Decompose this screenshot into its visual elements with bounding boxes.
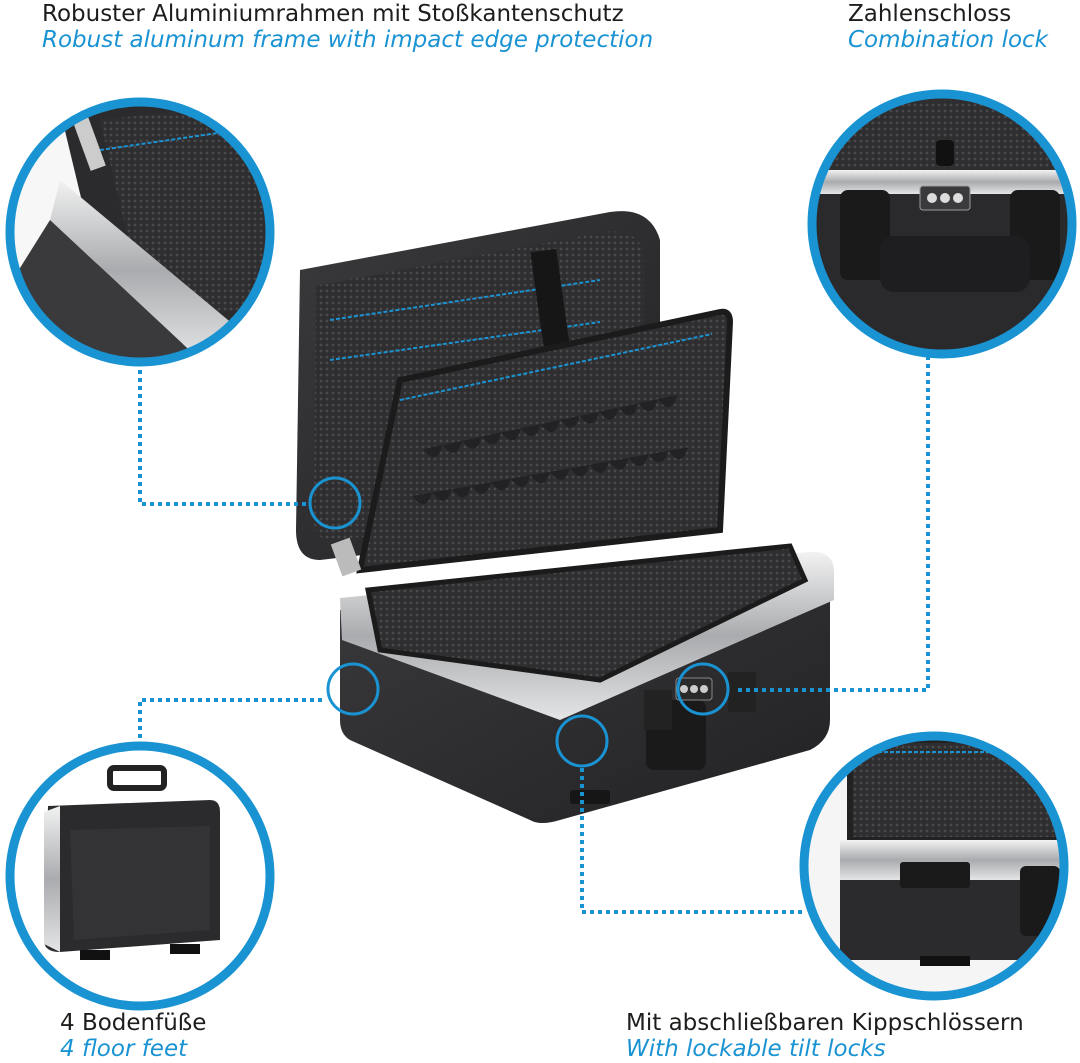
detail-frame xyxy=(10,102,270,362)
callout-feet-en: 4 floor feet xyxy=(60,1036,188,1063)
tool-board xyxy=(356,308,734,574)
detail-feet xyxy=(10,746,270,1006)
detail-lock xyxy=(812,94,1072,354)
callout-tilt-de: Mit abschließbaren Kippschlössern xyxy=(626,1010,1024,1036)
callout-lock-en: Combination lock xyxy=(848,27,1048,54)
marker-circles xyxy=(308,476,730,768)
callout-lock-de: Zahlenschloss xyxy=(848,1,1012,27)
connector-lines xyxy=(138,356,930,914)
callout-feet: 4 Bodenfüße 4 floor feet xyxy=(60,1010,206,1063)
floor-foot xyxy=(570,790,610,804)
detail-circle-tilt-locks xyxy=(799,731,1069,1001)
detail-tilt-locks xyxy=(804,736,1064,996)
callout-tilt-en: With lockable tilt locks xyxy=(626,1036,886,1063)
callout-frame: Robuster Aluminiumrahmen mit Stoßkantens… xyxy=(42,1,653,54)
callout-frame-en: Robust aluminum frame with impact edge p… xyxy=(42,27,654,54)
callout-frame-de: Robuster Aluminiumrahmen mit Stoßkantens… xyxy=(42,1,624,27)
callout-lock: Zahlenschloss Combination lock xyxy=(848,1,1048,54)
base-foam xyxy=(365,543,809,683)
callout-feet-de: 4 Bodenfüße xyxy=(60,1010,207,1036)
callout-tilt: Mit abschließbaren Kippschlössern With l… xyxy=(626,1010,1024,1063)
detail-circle-lock xyxy=(807,89,1077,359)
main-case xyxy=(296,211,834,823)
